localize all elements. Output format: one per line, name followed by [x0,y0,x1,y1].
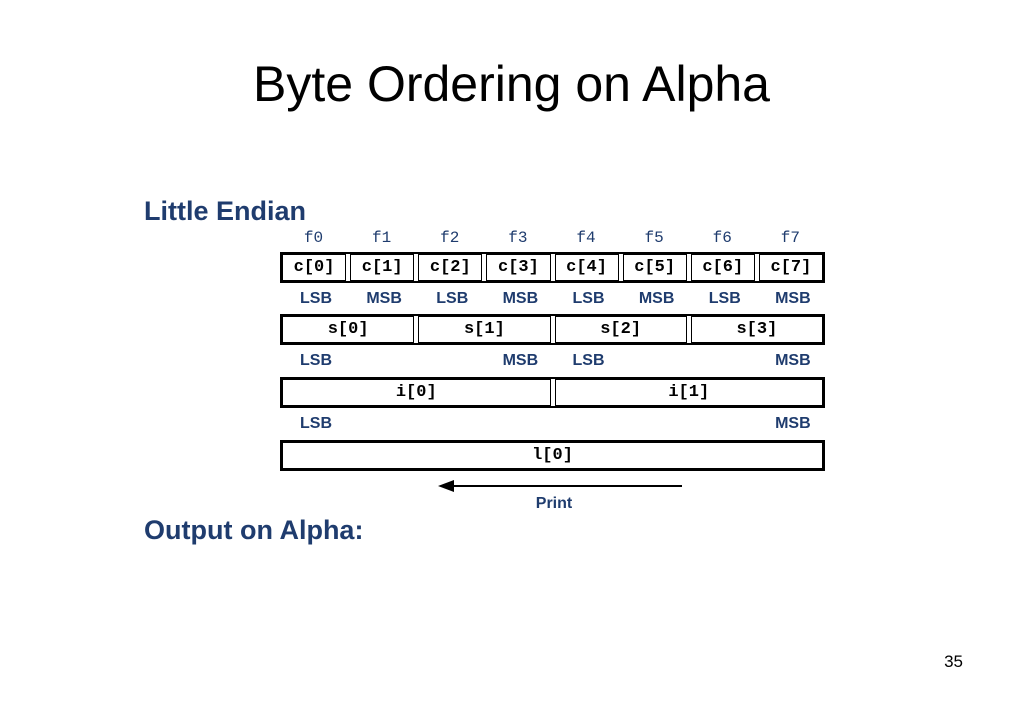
char-cell-4: c[4] [552,252,621,283]
byte-address-7: f7 [780,229,800,247]
char-cell-6: c[6] [688,252,757,283]
char-cell-5: c[5] [620,252,689,283]
char-cell-7: c[7] [756,252,825,283]
short-row: s[0]s[1]s[2]s[3] [280,314,825,345]
output-label: Output on Alpha: [144,515,364,545]
significance-label-msb: MSB [775,290,811,307]
char-cell-3: c[3] [484,252,553,283]
significance-label-lsb: LSB [708,290,741,307]
significance-label-lsb: LSB [300,352,332,369]
char-cell-2: c[2] [416,252,485,283]
int-cell-1: i[1] [552,377,825,408]
slide-title: Byte Ordering on Alpha [253,56,770,112]
significance-label-msb: MSB [775,352,811,369]
short-cell-3: s[3] [688,314,825,345]
byte-address-3: f3 [508,229,528,247]
print-arrow-icon [438,480,682,492]
int-row: i[0]i[1] [280,377,825,408]
short-cell-1: s[1] [416,314,553,345]
long-cell-0: l[0] [280,440,825,471]
significance-label-msb: MSB [775,415,811,432]
byte-address-6: f6 [712,229,732,247]
byte-address-1: f1 [372,229,392,247]
significance-label-lsb: LSB [436,290,469,307]
int-cell-0: i[0] [280,377,553,408]
char-cell-1: c[1] [348,252,417,283]
short-cell-2: s[2] [552,314,689,345]
byte-address-0: f0 [303,229,324,247]
char-row: c[0]c[1]c[2]c[3]c[4]c[5]c[6]c[7] [280,252,825,283]
significance-label-msb: MSB [502,352,539,369]
diagram-subtitle: Little Endian [144,196,306,226]
significance-label-msb: MSB [502,290,539,307]
byte-address-2: f2 [440,229,460,247]
char-cell-0: c[0] [280,252,349,283]
significance-label-msb: MSB [366,290,402,307]
significance-label-lsb: LSB [300,415,332,432]
short-cell-0: s[0] [280,314,417,345]
significance-label-lsb: LSB [572,290,605,307]
print-label: Print [535,495,573,512]
byte-address-4: f4 [576,229,596,247]
long-row: l[0] [280,440,825,471]
page-number: 35 [944,652,963,671]
significance-label-lsb: LSB [572,352,605,369]
significance-label-lsb: LSB [300,290,332,307]
significance-label-msb: MSB [638,290,675,307]
byte-address-5: f5 [644,229,664,247]
